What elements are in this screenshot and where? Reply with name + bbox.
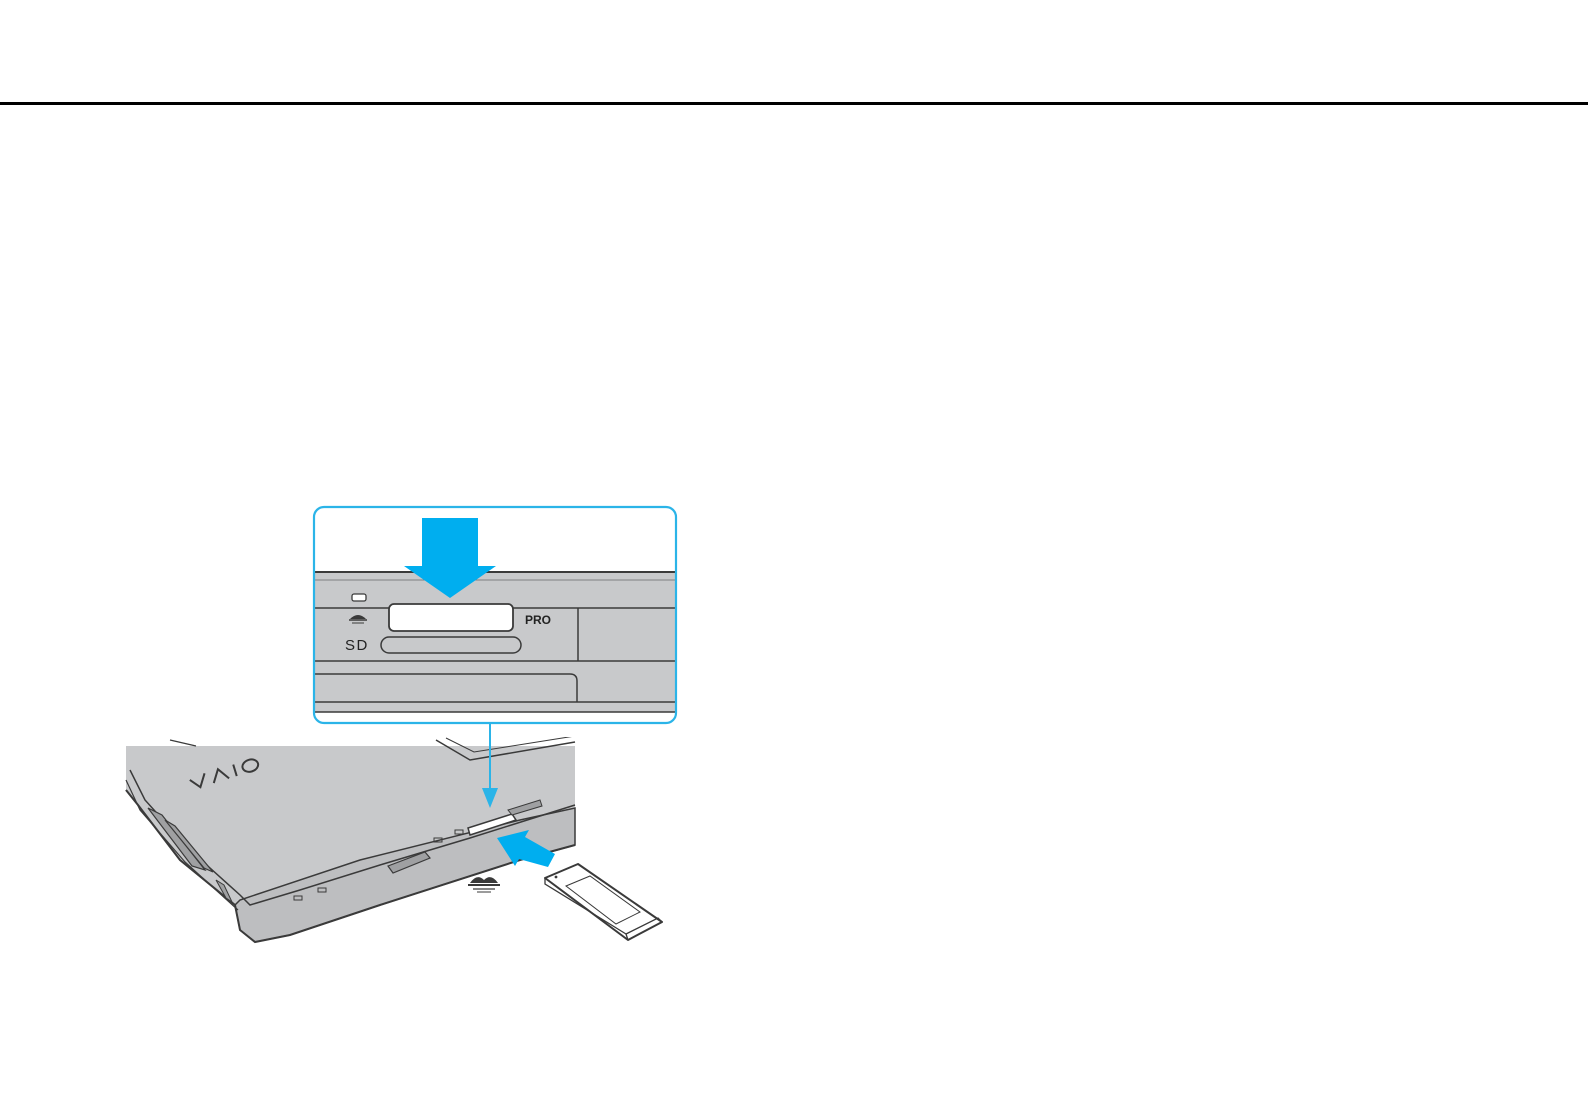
- memory-stick-media: [545, 864, 662, 940]
- laptop-body: [120, 700, 580, 942]
- slot-callout: PRO SD: [314, 507, 676, 723]
- sd-slot: [381, 637, 521, 653]
- memory-stick-logo-icon: [468, 877, 500, 892]
- memory-stick-slot: [389, 604, 513, 631]
- sd-label: SD: [345, 637, 369, 654]
- pro-label: PRO: [525, 613, 551, 627]
